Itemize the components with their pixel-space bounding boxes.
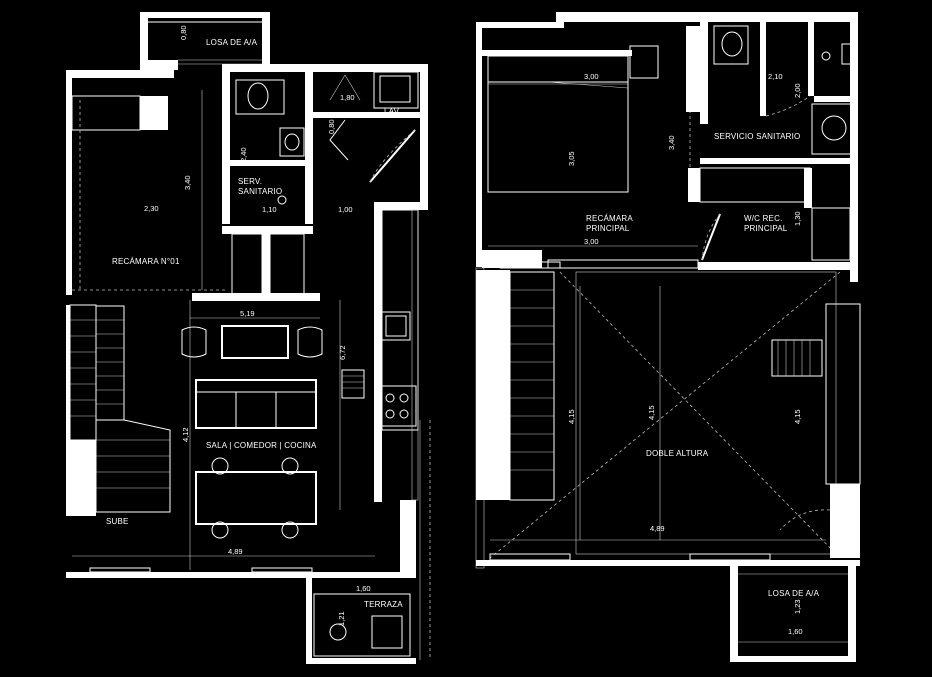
dim-160-terraza: 1,60 xyxy=(356,584,371,593)
dim-300-bottom: 3,00 xyxy=(584,237,599,246)
dim-121: 1,21 xyxy=(337,611,346,626)
dim-160-losa: 1,60 xyxy=(788,627,803,636)
dim-489-right: 4,89 xyxy=(650,524,665,533)
dim-130: 1,30 xyxy=(793,211,802,226)
label-recamara-principal-1: RECÁMARA xyxy=(586,214,633,223)
label-losa-aa-bottom: LOSA DE A/A xyxy=(768,589,820,598)
dim-340-left: 3,40 xyxy=(183,175,192,190)
text-labels: LOSA DE A/A 0,80 1,80 LAV. 0,80 2,40 SER… xyxy=(106,25,820,636)
dim-489-left: 4,89 xyxy=(228,547,243,556)
right-plan xyxy=(475,12,861,662)
label-sala: SALA | COMEDOR | COCINA xyxy=(206,441,317,450)
dim-080-top: 0,80 xyxy=(179,25,188,40)
label-wc-rec-1: W/C REC. xyxy=(744,214,783,223)
dim-123: 1,23 xyxy=(793,599,802,614)
label-recamara-01: RECÁMARA N°01 xyxy=(112,257,180,266)
dim-305: 3,05 xyxy=(567,151,576,166)
dim-210: 2,10 xyxy=(768,72,783,81)
dim-672: 6,72 xyxy=(338,345,347,360)
dim-340-right: 3,40 xyxy=(667,135,676,150)
label-terraza: TERRAZA xyxy=(364,600,403,609)
dim-415-a: 4,15 xyxy=(567,409,576,424)
left-plan xyxy=(66,12,431,664)
label-sube: SUBE xyxy=(106,517,129,526)
dim-200: 2,00 xyxy=(793,83,802,98)
label-losa-aa-top: LOSA DE A/A xyxy=(206,38,258,47)
label-wc-rec-2: PRINCIPAL xyxy=(744,224,788,233)
label-recamara-principal-2: PRINCIPAL xyxy=(586,224,630,233)
dim-240: 2,40 xyxy=(239,147,248,162)
label-sanitario: SANITARIO xyxy=(238,187,282,196)
label-baja: BAJA xyxy=(519,251,540,260)
dim-230: 2,30 xyxy=(144,204,159,213)
dim-415-b: 4,15 xyxy=(647,405,656,420)
dim-080: 0,80 xyxy=(327,119,336,134)
label-doble-altura: DOBLE ALTURA xyxy=(646,449,709,458)
dim-100: 1,00 xyxy=(338,205,353,214)
label-servicio-sanitario: SERVICIO SANITARIO xyxy=(714,132,800,141)
label-lav: LAV. xyxy=(384,107,401,116)
dim-300-top: 3,00 xyxy=(584,72,599,81)
dim-415-c: 4,15 xyxy=(793,409,802,424)
label-serv: SERV. xyxy=(238,177,262,186)
dim-519: 5,19 xyxy=(240,309,255,318)
dim-412: 4,12 xyxy=(181,427,190,442)
dim-180: 1,80 xyxy=(340,93,355,102)
dim-110: 1,10 xyxy=(262,205,277,214)
